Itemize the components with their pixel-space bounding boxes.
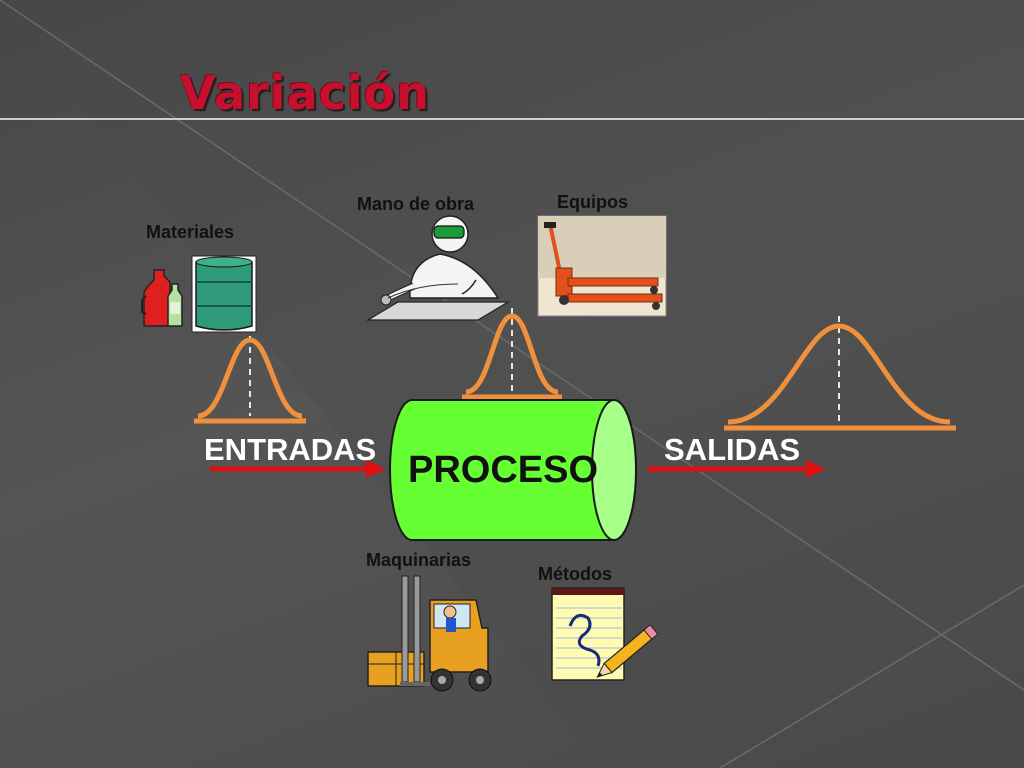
label-proceso: PROCESO xyxy=(408,449,599,491)
label-metodos: Métodos xyxy=(538,564,612,584)
label-mano-de-obra: Mano de obra xyxy=(357,194,475,214)
output-arrow xyxy=(648,460,826,478)
label-salidas: SALIDAS xyxy=(664,432,801,467)
materials-icon xyxy=(141,255,257,333)
label-materiales: Materiales xyxy=(146,222,235,242)
label-equipos: Equipos xyxy=(557,192,628,212)
output-distribution-curve xyxy=(724,316,956,431)
label-entradas: ENTRADAS xyxy=(204,432,377,467)
slide-title: Variación xyxy=(180,66,431,120)
methods-notepad-icon xyxy=(551,587,659,681)
worker-icon xyxy=(365,215,511,321)
input-distribution-curve xyxy=(194,336,306,424)
input-arrow xyxy=(210,460,386,478)
pallet-jack-icon xyxy=(537,215,667,317)
labor-distribution-curve xyxy=(462,308,562,400)
label-maquinarias: Maquinarias xyxy=(366,550,472,570)
forklift-icon xyxy=(367,575,492,692)
title-divider xyxy=(0,118,1024,120)
process-cylinder xyxy=(389,399,637,541)
